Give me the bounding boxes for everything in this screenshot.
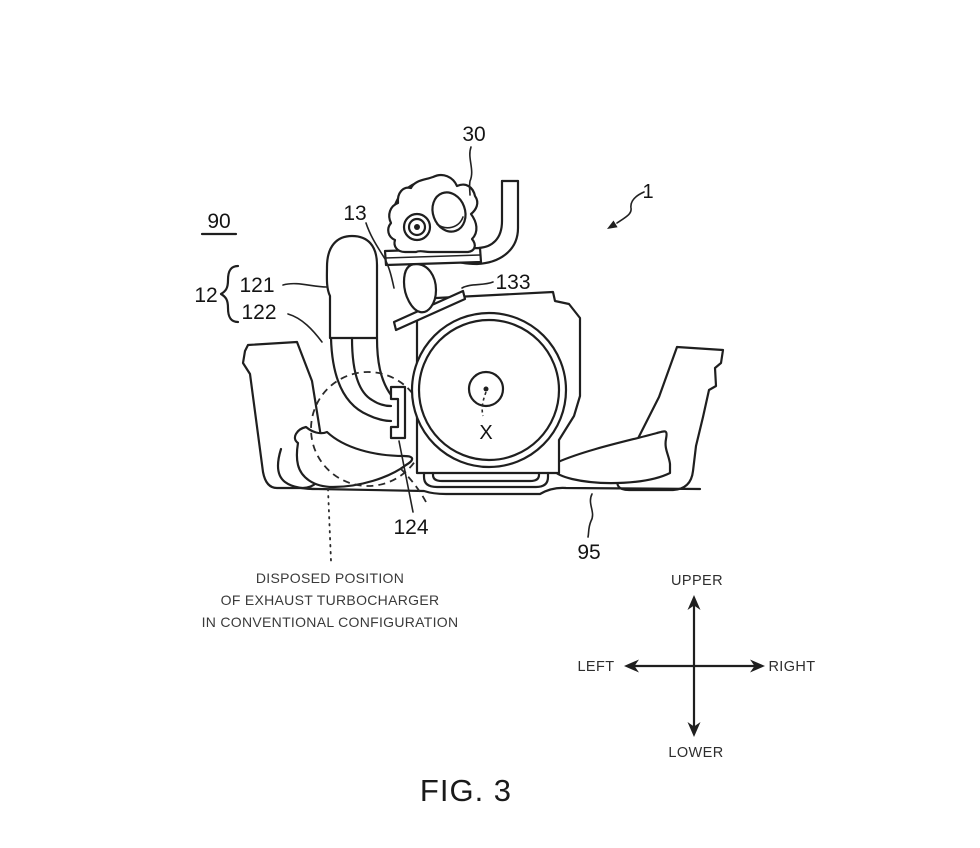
label-121: 121 xyxy=(239,274,274,297)
subframe-group xyxy=(241,340,725,496)
upper-bracket-133-bar xyxy=(392,289,467,332)
subframe-base-line xyxy=(276,447,702,496)
turbo-inlet-ellipse xyxy=(431,191,467,233)
leader-13 xyxy=(365,222,395,289)
reference-labels: 90 30 13 1 12 121 122 133 124 95 X xyxy=(194,123,653,564)
label-1: 1 xyxy=(642,181,653,203)
oil-pan-outer xyxy=(422,471,550,489)
annotation-line-2: OF EXHAUST TURBOCHARGER xyxy=(221,592,440,608)
intake-duct-lower-inner-wall xyxy=(375,336,393,397)
direction-compass: UPPER LOWER LEFT RIGHT xyxy=(577,573,815,761)
annotation-line-1: DISPOSED POSITION xyxy=(256,570,404,586)
rotor-housing-outer-circle xyxy=(410,311,568,469)
label-90: 90 xyxy=(207,210,230,233)
label-30: 30 xyxy=(462,123,485,146)
engine-mount-left xyxy=(293,425,414,489)
turbo-outlet-pipe-inner xyxy=(477,179,504,250)
turbo-flange-midline xyxy=(384,254,481,259)
leader-121 xyxy=(282,282,328,288)
figure-caption: FIG. 3 xyxy=(420,773,512,808)
compass-arrowhead-up xyxy=(687,595,701,610)
label-13: 13 xyxy=(343,202,366,225)
wastegate-center-dot xyxy=(414,224,420,230)
label-124: 124 xyxy=(393,516,428,539)
label-12: 12 xyxy=(194,284,217,307)
annotation-block: DISPOSED POSITION OF EXHAUST TURBOCHARGE… xyxy=(202,570,459,630)
leader-95 xyxy=(587,493,594,538)
compass-label-upper: UPPER xyxy=(671,573,723,589)
intake-duct-lower-mid-wall xyxy=(350,336,393,408)
turbo-inlet-swoosh xyxy=(436,216,464,229)
rotor-housing-inner-circle xyxy=(417,318,561,462)
intake-duct-group xyxy=(325,234,393,423)
label-133: 133 xyxy=(495,271,530,294)
compass-label-lower: LOWER xyxy=(668,745,723,761)
crankshaft-circle xyxy=(467,370,505,408)
exhaust-passage-shape xyxy=(402,262,438,314)
leader-133 xyxy=(461,281,494,289)
leader-lines xyxy=(282,146,645,538)
compass-arrowhead-down xyxy=(687,722,701,737)
lower-bracket-124-shape xyxy=(389,385,407,440)
compass-label-left: LEFT xyxy=(577,659,614,675)
intake-brace xyxy=(219,264,240,324)
label-x-axis: X xyxy=(479,422,492,444)
compass-arrowhead-right xyxy=(750,659,765,673)
leader-30 xyxy=(468,146,473,196)
wastegate-outer-circle xyxy=(402,212,432,242)
crankshaft-center-dot xyxy=(483,386,489,392)
turbocharger-group xyxy=(383,173,520,267)
leader-122 xyxy=(287,313,323,343)
label-122: 122 xyxy=(241,301,276,324)
engine-block-group xyxy=(392,289,582,489)
annotation-dotted-leader xyxy=(327,488,332,562)
oil-pan-inner xyxy=(431,471,541,483)
leader-1-curve xyxy=(616,191,645,224)
annotation-line-3: IN CONVENTIONAL CONFIGURATION xyxy=(202,614,459,630)
compass-label-right: RIGHT xyxy=(768,659,815,675)
engine-mount-right xyxy=(551,430,672,485)
compass-arrowhead-left xyxy=(624,659,639,673)
intake-duct-upper-body xyxy=(325,234,379,340)
intake-duct-lower-outer-wall xyxy=(329,336,393,423)
leader-124 xyxy=(398,440,414,513)
wastegate-inner-circle xyxy=(407,217,427,237)
label-95: 95 xyxy=(577,541,600,564)
conventional-turbo-dashed-arc xyxy=(399,467,427,503)
leader-1-arrowhead xyxy=(607,220,618,229)
axis-x-dashed-leader xyxy=(481,391,487,417)
